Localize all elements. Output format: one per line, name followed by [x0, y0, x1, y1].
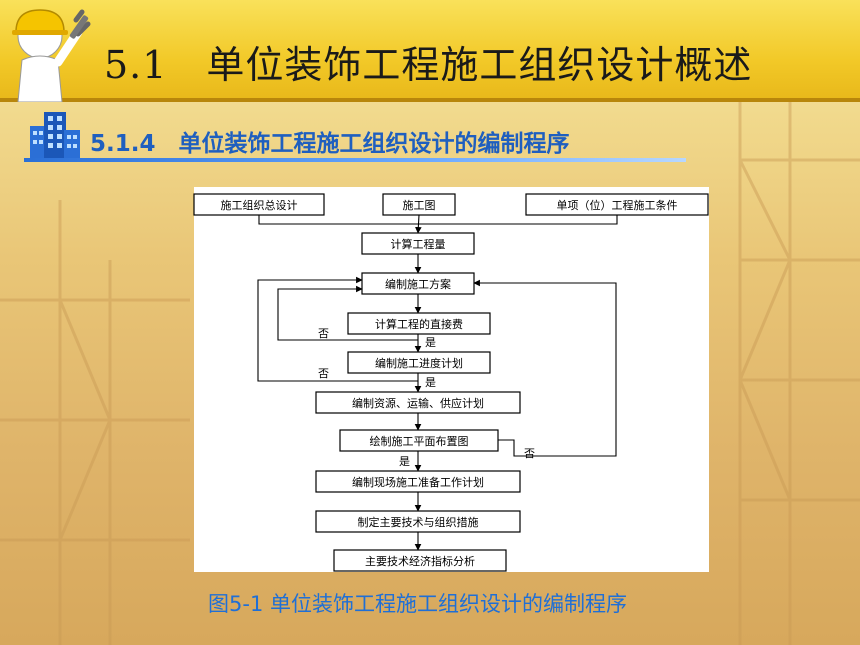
- hard-hat-worker-icon: [12, 9, 91, 102]
- node-9: 绘制施工平面布置图: [370, 434, 469, 448]
- edge-loop-outer: [257, 276, 418, 382]
- title-bar: [0, 0, 860, 100]
- node-5: 编制施工方案: [385, 277, 451, 291]
- node-4: 计算工程量: [391, 237, 446, 251]
- label-no-1: 否: [318, 327, 329, 340]
- node-3: 单项（位）工程施工条件: [557, 198, 678, 212]
- node-7: 编制施工进度计划: [375, 356, 463, 370]
- edge-loop-right: [473, 279, 617, 457]
- label-yes-2: 是: [425, 376, 436, 389]
- node-1: 施工组织总设计: [221, 198, 298, 212]
- edge-3-4: [418, 215, 618, 225]
- label-no-3: 否: [524, 447, 535, 460]
- title-divider: [0, 98, 860, 102]
- edge-1-4: [258, 215, 418, 225]
- section-subtitle: 5.1.4 单位装饰工程施工组织设计的编制程序: [90, 131, 570, 157]
- node-2: 施工图: [403, 199, 436, 212]
- node-6: 计算工程的直接费: [375, 317, 463, 331]
- label-yes-1: 是: [425, 336, 436, 349]
- page-title: 5.1 单位装饰工程施工组织设计概述: [104, 43, 753, 87]
- edge-2-4: [415, 214, 422, 234]
- subtitle-underline: [24, 158, 686, 162]
- figure-caption: 图5-1 单位装饰工程施工组织设计的编制程序: [208, 592, 627, 616]
- node-12: 主要技术经济指标分析: [365, 554, 475, 568]
- node-11: 制定主要技术与组织措施: [358, 515, 479, 529]
- label-no-2: 否: [318, 367, 329, 380]
- node-10: 编制现场施工准备工作计划: [352, 475, 484, 489]
- label-yes-3: 是: [399, 455, 410, 468]
- building-icon: [30, 112, 80, 160]
- node-8: 编制资源、运输、供应计划: [352, 396, 484, 410]
- edge-loop-inner: [277, 285, 418, 341]
